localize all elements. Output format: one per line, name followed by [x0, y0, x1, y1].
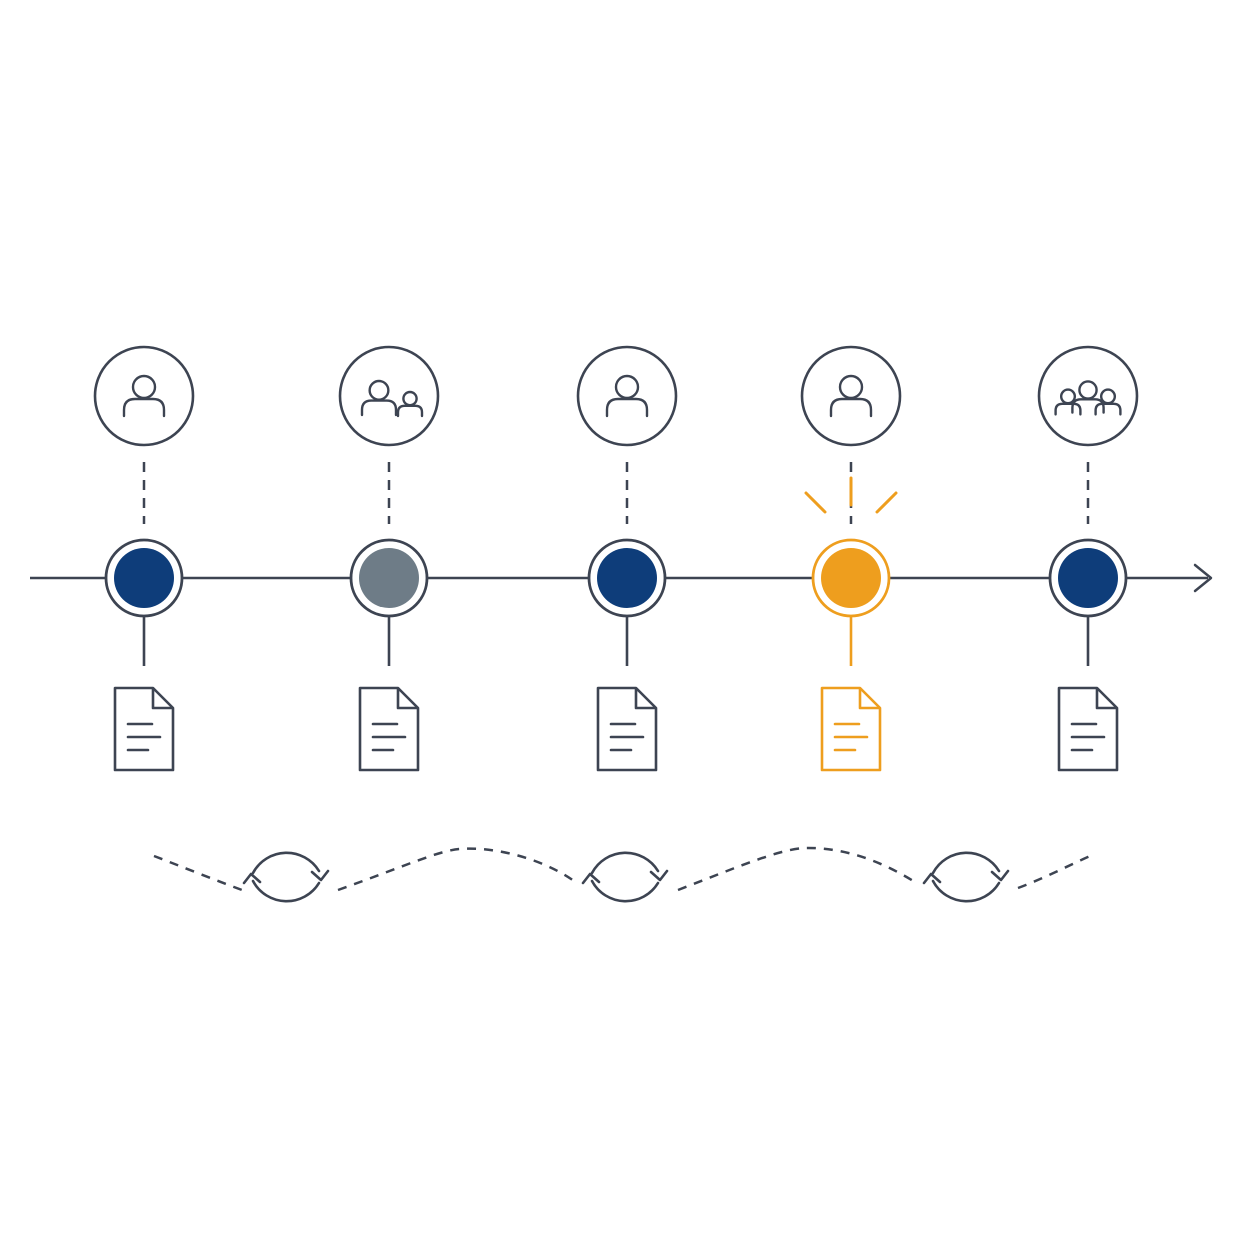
dashed-wave-segment [677, 846, 919, 892]
timeline-stage [576, 345, 678, 772]
refresh-cycle-icon [922, 851, 1010, 903]
dashed-wave-segment [153, 854, 243, 892]
timeline-stage [93, 345, 195, 772]
timeline-stage [1037, 345, 1139, 772]
actor-badge [800, 345, 902, 447]
timeline-node [359, 548, 419, 608]
actor-badge [576, 345, 678, 447]
timeline-node [114, 548, 174, 608]
timeline-node [821, 548, 881, 608]
actor-badge [338, 345, 440, 447]
highlight-rays-icon [804, 476, 898, 514]
document-icon [820, 686, 882, 772]
actor-badge [93, 345, 195, 447]
timeline-node [597, 548, 657, 608]
timeline-node [1058, 548, 1118, 608]
document-icon [358, 686, 420, 772]
refresh-cycle-icon [242, 851, 330, 903]
single-person-icon [829, 374, 873, 418]
timeline-stage [338, 345, 440, 772]
single-person-icon [605, 374, 649, 418]
document-icon [1057, 686, 1119, 772]
cycle-icons [242, 851, 1010, 903]
refresh-cycle-icon [581, 851, 669, 903]
timeline-stages [93, 345, 1139, 772]
cycle-path [153, 846, 1096, 903]
arrow-head-icon [1193, 563, 1213, 593]
dashed-wave-segment [1017, 852, 1096, 890]
timeline-stage [800, 345, 902, 772]
document-icon [596, 686, 658, 772]
actor-badge [1037, 345, 1139, 447]
two-people-icon [360, 379, 424, 418]
dashed-wave-segment [337, 847, 579, 892]
single-person-icon [122, 374, 166, 418]
group-icon [1054, 380, 1122, 416]
document-icon [113, 686, 175, 772]
